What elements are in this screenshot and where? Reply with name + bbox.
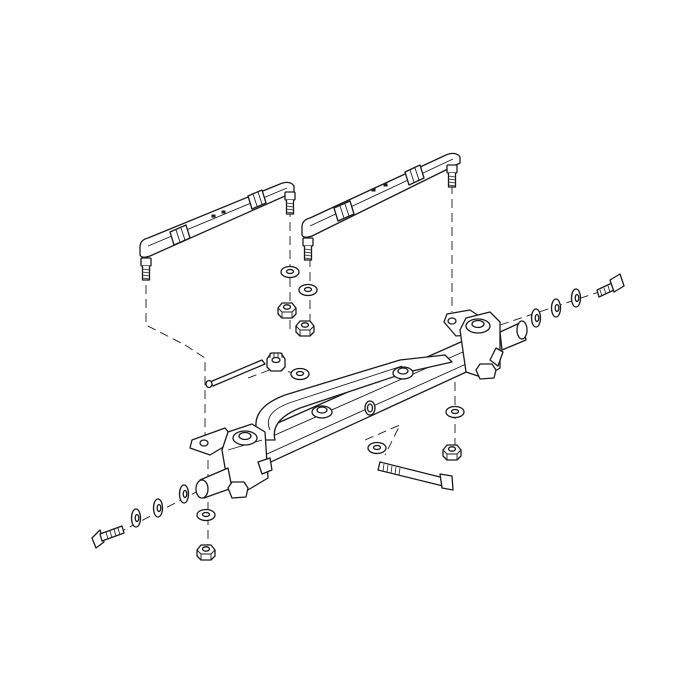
cotter-pin	[205, 359, 266, 389]
spindle-left-hardware-side	[91, 484, 190, 549]
washer-1	[280, 265, 300, 279]
tie-rod-right	[301, 152, 461, 261]
washer-4	[367, 441, 387, 455]
tie-rod-hardware	[277, 265, 318, 337]
spindle-left	[189, 423, 273, 499]
washer-5	[445, 405, 465, 419]
washer-6	[530, 308, 542, 328]
tie-rod-left	[139, 181, 296, 281]
washer-10	[152, 498, 164, 518]
castle-nut	[266, 352, 286, 372]
washer-2	[298, 283, 318, 297]
washer-3	[290, 367, 310, 381]
washer-7	[550, 298, 562, 318]
spindle-right-hardware-side	[530, 273, 625, 328]
bolt-right	[596, 273, 625, 298]
washer-11	[178, 484, 190, 504]
pivot-hardware	[266, 352, 454, 491]
spindle-right	[443, 309, 528, 380]
bolt-left	[91, 525, 125, 549]
hex-nut-2	[295, 320, 315, 337]
washer-9	[130, 508, 142, 528]
hex-nut-4	[196, 544, 216, 561]
hex-nut-3	[442, 444, 462, 461]
pivot-bolt	[377, 461, 454, 491]
washer-12	[196, 508, 216, 522]
spindle-right-hardware-lower	[442, 405, 465, 461]
spindle-left-hardware-lower	[196, 508, 216, 561]
washer-8	[570, 288, 582, 308]
axle-beam	[227, 337, 476, 479]
hex-nut-1	[277, 302, 297, 319]
